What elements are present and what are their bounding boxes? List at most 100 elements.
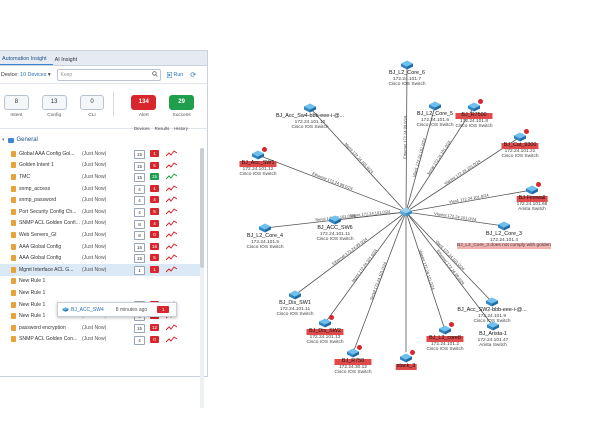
switch-icon[interactable] xyxy=(513,132,528,142)
tab-ai-insight[interactable]: AI Insight xyxy=(54,57,78,63)
search-input[interactable]: Keep xyxy=(56,68,161,81)
run-button[interactable]: Run xyxy=(166,71,183,78)
history-trend-icon[interactable] xyxy=(166,196,177,203)
result-badge[interactable]: 15 xyxy=(150,173,159,181)
device-node[interactable]: stack_3 xyxy=(395,363,417,370)
col-devices[interactable]: Devices xyxy=(134,126,150,131)
history-trend-icon[interactable] xyxy=(166,254,177,261)
device-count[interactable]: 15 xyxy=(134,254,145,264)
result-badge[interactable]: 16 xyxy=(150,242,159,250)
device-count[interactable]: 4 xyxy=(134,196,145,206)
network-link[interactable] xyxy=(405,106,475,213)
history-trend-icon[interactable] xyxy=(166,266,177,273)
device-count[interactable]: 1 xyxy=(134,265,145,275)
history-trend-icon[interactable] xyxy=(166,231,177,238)
switch-icon[interactable] xyxy=(400,60,415,70)
history-trend-icon[interactable] xyxy=(166,219,177,227)
history-trend-icon[interactable] xyxy=(166,185,177,192)
history-trend-icon[interactable] xyxy=(166,324,177,331)
history-trend-icon[interactable] xyxy=(166,335,177,343)
device-count[interactable]: 15 xyxy=(134,150,145,159)
switch-icon[interactable] xyxy=(288,290,303,300)
scrollbar-thumb[interactable] xyxy=(200,148,204,268)
history-trend-icon[interactable] xyxy=(166,208,177,215)
list-scrollbar[interactable] xyxy=(200,148,204,408)
network-link[interactable] xyxy=(294,211,407,296)
result-badge[interactable]: 0 xyxy=(150,231,159,239)
switch-icon[interactable] xyxy=(328,215,343,225)
history-trend-icon[interactable] xyxy=(166,173,177,180)
network-link[interactable] xyxy=(309,107,407,213)
result-badge[interactable]: 1 xyxy=(150,150,159,157)
network-link[interactable] xyxy=(405,189,533,213)
tooltip-device[interactable]: BJ_ACC_SW4 xyxy=(62,307,104,313)
network-link[interactable] xyxy=(257,154,407,213)
network-link[interactable] xyxy=(405,211,494,327)
switch-icon[interactable] xyxy=(486,321,501,331)
rule-row[interactable]: New Rule 1 xyxy=(0,276,200,288)
hub-switch-icon[interactable] xyxy=(399,207,414,217)
network-link[interactable] xyxy=(324,211,407,324)
switch-icon[interactable] xyxy=(428,101,443,111)
switch-icon[interactable] xyxy=(303,103,318,113)
switch-icon[interactable] xyxy=(485,297,500,307)
result-badge[interactable]: 5 xyxy=(150,254,159,262)
network-link[interactable] xyxy=(405,64,408,213)
device-selector[interactable]: Device: 10 Devices ▾ xyxy=(1,72,51,78)
device-count[interactable]: 16 xyxy=(134,242,145,252)
rule-row[interactable]: New Rule 1 xyxy=(0,287,200,299)
switch-icon[interactable] xyxy=(525,185,540,195)
network-link[interactable] xyxy=(405,211,493,303)
col-results[interactable]: Results xyxy=(154,126,170,131)
result-badge[interactable]: 4 xyxy=(150,219,159,227)
result-badge[interactable]: 1 xyxy=(150,184,159,192)
device-count[interactable]: 4 xyxy=(134,207,145,217)
device-count[interactable]: 15 xyxy=(134,173,145,183)
result-badge[interactable]: 0 xyxy=(150,335,159,343)
switch-icon[interactable] xyxy=(346,348,361,358)
tab-automation-insight[interactable]: Automation Insight xyxy=(0,56,53,65)
device-count[interactable]: 4 xyxy=(134,335,145,345)
switch-icon[interactable] xyxy=(318,318,333,328)
result-badge[interactable]: 1 xyxy=(150,265,159,273)
network-link[interactable] xyxy=(352,211,407,354)
switch-icon[interactable] xyxy=(497,221,512,231)
network-link[interactable] xyxy=(405,211,446,331)
history-trend-icon[interactable] xyxy=(166,150,177,157)
group-general[interactable]: ▾ General xyxy=(2,137,38,143)
device-count[interactable]: 8 xyxy=(134,219,145,229)
device-count[interactable]: 15 xyxy=(134,323,145,333)
result-badge[interactable]: 12 xyxy=(150,323,159,331)
network-link[interactable] xyxy=(405,105,436,213)
history-trend-icon[interactable] xyxy=(166,161,177,169)
chevron-down-icon[interactable]: ▾ xyxy=(2,137,5,143)
